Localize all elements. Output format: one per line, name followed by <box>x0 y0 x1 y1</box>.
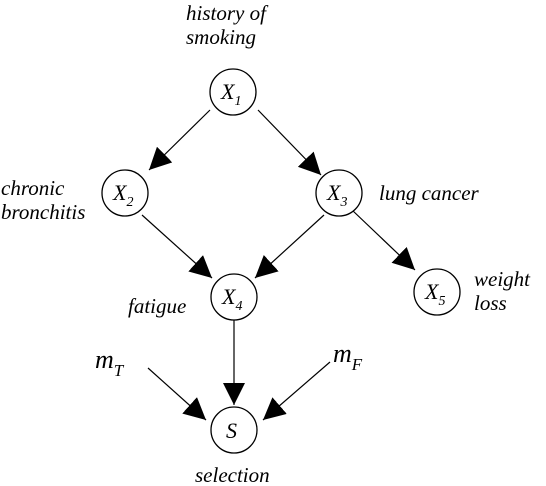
label-x1: history of smoking <box>186 1 266 49</box>
label-x2-line1: chronic <box>1 176 65 200</box>
label-x2-line2: bronchitis <box>1 200 86 224</box>
label-x5-line2: loss <box>474 291 507 315</box>
label-x4-line1: fatigue <box>128 294 187 318</box>
svg-text:mF: mF <box>333 339 363 374</box>
label-x3-line1: lung cancer <box>379 181 479 205</box>
edge-x3-x4 <box>254 214 325 279</box>
node-x2: X2 <box>101 169 149 217</box>
param-mt: mT <box>95 345 125 380</box>
svg-text:X3: X3 <box>326 180 347 210</box>
param-mf: mF <box>333 339 363 374</box>
label-x2: chronic bronchitis <box>1 176 85 224</box>
label-x1-line2: smoking <box>186 25 256 49</box>
node-x3: X3 <box>315 169 363 217</box>
node-x4: X4 <box>210 273 258 321</box>
label-x3: lung cancer <box>379 181 479 205</box>
node-s: S <box>210 406 258 454</box>
svg-text:mT: mT <box>95 345 125 380</box>
svg-text:S: S <box>226 418 237 443</box>
node-x1: X1 <box>209 68 257 116</box>
svg-text:X4: X4 <box>221 284 242 314</box>
svg-text:X2: X2 <box>112 180 133 210</box>
edge-x2-x4 <box>141 214 213 279</box>
edge-x1-x2 <box>148 109 211 171</box>
edge-mf-s <box>262 361 331 421</box>
label-x5-line1: weight <box>474 267 530 291</box>
edge-x1-x3 <box>257 109 322 176</box>
label-x1-line1: history of <box>186 1 266 25</box>
label-s-line1: selection <box>195 463 270 486</box>
node-x5: X5 <box>413 268 461 316</box>
svg-text:X1: X1 <box>220 79 241 109</box>
edge-mt-s <box>147 367 207 421</box>
svg-text:X5: X5 <box>424 279 445 309</box>
label-s: selection <box>195 463 270 486</box>
label-x4: fatigue <box>128 294 186 318</box>
edge-x3-x5 <box>351 209 416 271</box>
label-x5: weight loss <box>474 267 530 315</box>
